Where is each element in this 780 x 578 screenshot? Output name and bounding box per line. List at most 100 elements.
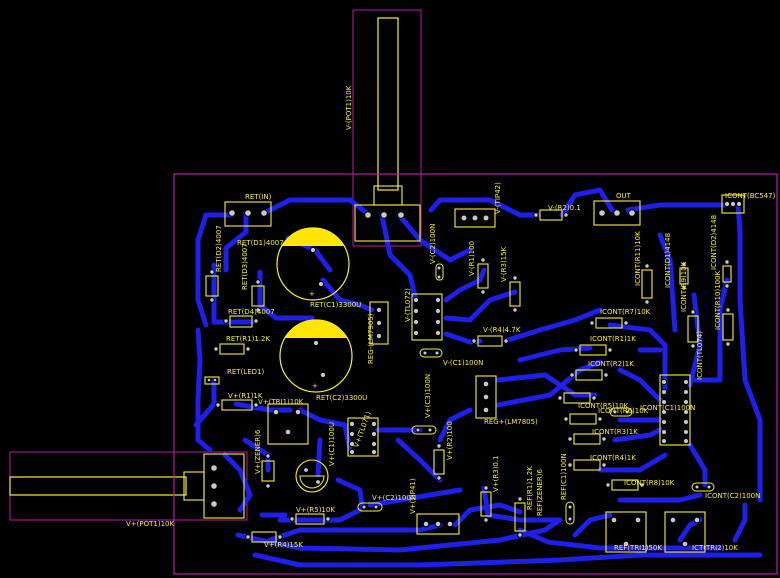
- label-vm-tip42: V-(TIP42): [494, 182, 502, 214]
- vp-c1-capacitor: [295, 459, 329, 493]
- vm-c2-cap: [435, 263, 444, 281]
- label-vp-c2: V+(C2)100N: [372, 494, 416, 502]
- ret-in-connector: [224, 201, 272, 227]
- icont-r5-resistor: [563, 392, 591, 404]
- svg-text:+: +: [312, 382, 318, 390]
- vp-r3-resistor: [480, 491, 492, 517]
- label-ret-d4: RET(D4)4007: [228, 308, 275, 316]
- label-ref-tri1: REF(TRI1)50K: [614, 544, 662, 552]
- label-vm-c1: V-(C1)100N: [443, 359, 483, 367]
- label-reg-minus: REG-(LM7905): [367, 313, 375, 364]
- label-ref-c1: REF(C1)100N: [560, 453, 568, 500]
- vm-tip42-body: [454, 208, 496, 228]
- label-ret-r1: RET(R1)1.2K: [226, 335, 270, 343]
- vp-r2-resistor: [433, 449, 445, 475]
- label-vp-r4: V+(R4)15K: [264, 541, 303, 549]
- label-ref-zener: REF(ZENER)6: [536, 468, 544, 516]
- vm-r2-resistor: [539, 209, 563, 221]
- ict-tri2-body: [664, 511, 706, 553]
- label-pot1-minus: V-(POT1)10K: [345, 85, 353, 130]
- icont-r11-resistor: [641, 269, 653, 299]
- vp-tri1-body: [267, 403, 309, 445]
- label-vp-tri1: V+(TRI1)10K: [258, 398, 304, 406]
- label-icont-c1: ICONT(C1)100N: [640, 404, 695, 412]
- vm-c1-cap: [419, 348, 443, 358]
- label-icont-r10: ICONT(R10)100K: [714, 270, 722, 330]
- icont-tl074-ic: [659, 374, 691, 446]
- label-out: OUT: [616, 192, 632, 200]
- label-icont-d2: ICONT(D2)4148: [710, 215, 718, 270]
- icont-c1-cap: [609, 407, 633, 417]
- label-icont-r1: ICONT(R1)1K: [590, 335, 636, 343]
- label-vm-r1: V-(R1)100: [468, 241, 476, 276]
- out-connector: [593, 200, 641, 226]
- label-vm-r3: V-(R3)15K: [500, 246, 508, 282]
- vm-r3-resistor: [509, 281, 521, 307]
- icont-r9-resistor: [687, 315, 699, 343]
- reg-plus-body: [475, 375, 497, 419]
- solder-pads: [206, 200, 743, 548]
- icont-r7-resistor: [595, 317, 623, 329]
- label-ret-in: RET(IN): [245, 193, 272, 201]
- label-ret-d3: RET(D3)4007: [241, 243, 249, 290]
- label-icont-r3: ICONT(R3)1K: [592, 428, 638, 436]
- icont-bc547-body: [721, 194, 745, 214]
- label-icont-r11: ICONT(R11)10K: [634, 231, 642, 286]
- ret-led1: [204, 376, 220, 385]
- label-pot1-plus: V+(POT1)10K: [126, 520, 174, 528]
- pot1-plus-body: [203, 453, 245, 519]
- icont-r6-resistor: [569, 413, 597, 425]
- icont-r1-resistor: [579, 344, 607, 356]
- label-vm-r2: V-(R2)0.1: [548, 204, 581, 212]
- vp-r5-resistor: [295, 513, 325, 525]
- label-vp-tl071: V+(TL071): [352, 410, 372, 448]
- ref-r1-resistor: [514, 502, 526, 532]
- vp-tl071-ic: [347, 417, 379, 457]
- pot1-minus-top: [373, 185, 403, 206]
- label-ret-d1: RET(D1)4007: [237, 239, 284, 247]
- ret-d4-diode: [229, 315, 253, 328]
- label-icont-bc547: ICONT(BC547): [725, 192, 776, 200]
- label-vp-r1: V+(R1)1K: [228, 392, 263, 400]
- label-vp-c1: V+(C1)100U: [328, 422, 336, 466]
- label-vp-r2: V+(R2)100: [446, 421, 454, 460]
- label-ref-r1: REF(R1)1.2K: [526, 466, 534, 510]
- vp-r1-resistor: [221, 399, 253, 411]
- label-vp-r5: V+(R5)10K: [296, 506, 335, 514]
- label-ict-tri2: ICT(TRI2)10K: [692, 544, 738, 552]
- svg-text:+: +: [309, 290, 315, 298]
- label-icont-r7: ICONT(R7)10K: [600, 308, 651, 316]
- vm-r4-resistor: [477, 335, 503, 347]
- label-icont-r9: ICONT(R9)10K: [680, 261, 688, 312]
- icont-c2-cap: [691, 482, 715, 492]
- label-ret-c2: RET(C2)3300U: [316, 394, 367, 402]
- silkscreen-labels: V-(POT1)10K V+(POT1)10K RET(IN) RET(D1)4…: [126, 85, 776, 552]
- ret-d3-diode: [251, 285, 265, 307]
- label-ret-led1: RET(LED1): [227, 368, 264, 376]
- pot1-plus-shaft: [9, 476, 187, 496]
- label-icont-d1: ICONT(D1)4148: [664, 233, 672, 288]
- ret-d2-diode: [205, 275, 219, 297]
- ref-c1-cap: [565, 501, 575, 525]
- vp-c2-cap: [357, 502, 383, 512]
- label-vp-tip41: V+(TIP41): [409, 478, 417, 514]
- icont-d1-diode: [679, 267, 689, 285]
- label-icont-r8: ICONT(R8)10K: [624, 479, 675, 487]
- vp-r4-resistor: [251, 531, 277, 543]
- label-icont-r2: ICONT(R2)1K: [588, 360, 634, 368]
- icont-r3-resistor: [573, 433, 601, 445]
- board-outline: [173, 173, 778, 575]
- label-vm-c2: V-(C2)100N: [429, 224, 437, 264]
- label-icont-r4: ICONT(R4)1K: [590, 454, 636, 462]
- label-reg-plus: REG+(LM7805): [484, 418, 538, 426]
- icont-r2-resistor: [575, 369, 603, 381]
- vp-tip41-body: [416, 513, 460, 535]
- label-vp-zener: V+(ZENER)6: [254, 429, 262, 474]
- vm-r1-resistor: [477, 263, 489, 289]
- reg-minus-body: [369, 301, 389, 345]
- vp-c3-cap: [411, 425, 437, 435]
- icont-r4-resistor: [573, 459, 601, 471]
- label-vm-tl072: V-(TL072): [404, 288, 412, 322]
- label-vp-r3: V+(R3)0.1: [492, 455, 500, 492]
